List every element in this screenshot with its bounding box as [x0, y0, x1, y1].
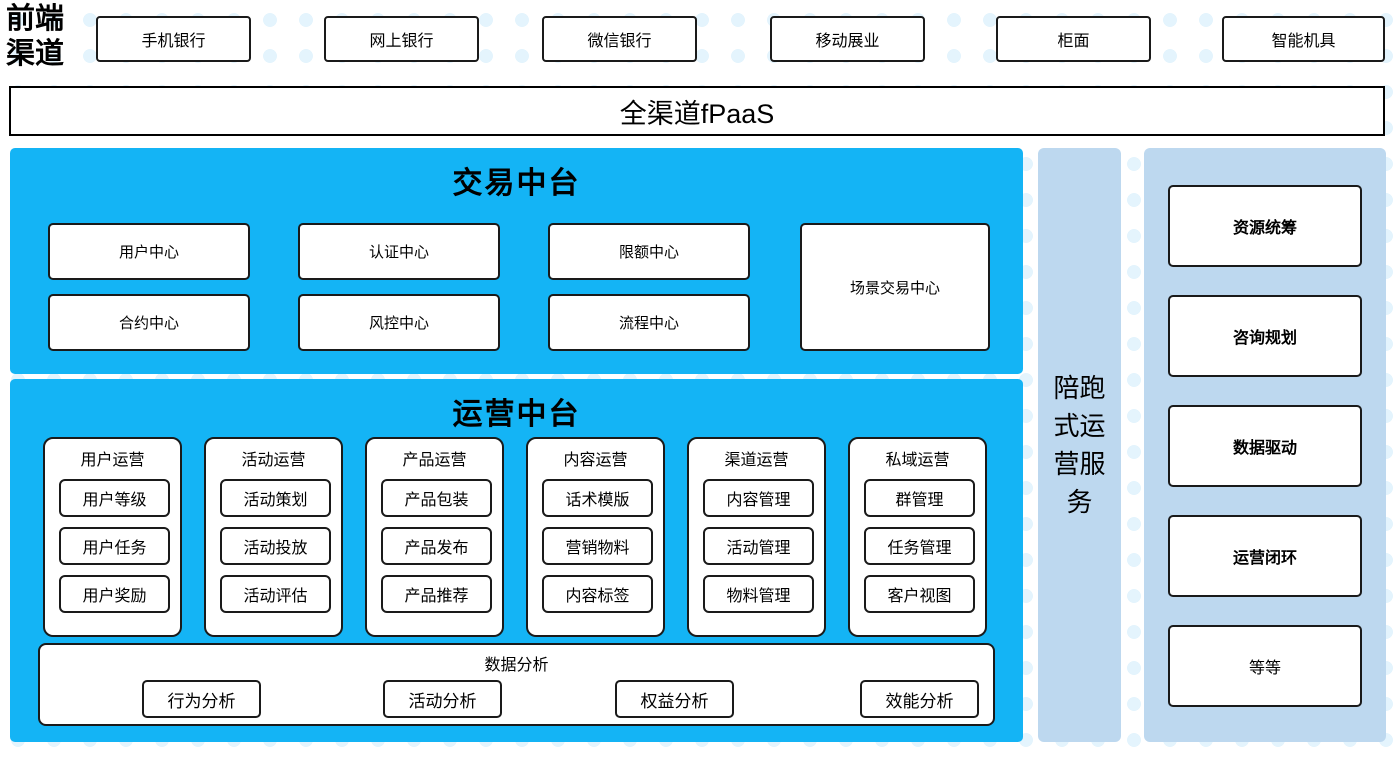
- front-channel-label-line2: 渠道: [6, 38, 65, 70]
- capability-box-1[interactable]: 资源统筹: [1168, 185, 1362, 267]
- capability-box-4[interactable]: 运营闭环: [1168, 515, 1362, 597]
- channel-box-2[interactable]: 网上银行: [324, 16, 479, 62]
- operations-subitem[interactable]: 用户等级: [59, 479, 170, 517]
- operations-subitem[interactable]: 内容标签: [542, 575, 653, 613]
- front-channel-label-line1: 前端: [6, 3, 65, 35]
- operations-subitem[interactable]: 产品发布: [381, 527, 492, 565]
- channel-box-6[interactable]: 智能机具: [1222, 16, 1385, 62]
- operations-center-title: 运营中台: [452, 398, 581, 431]
- operations-subitem[interactable]: 物料管理: [703, 575, 814, 613]
- operations-subitem[interactable]: 活动管理: [703, 527, 814, 565]
- data-analysis-item-3[interactable]: 权益分析: [615, 680, 734, 718]
- channel-box-5[interactable]: 柜面: [996, 16, 1151, 62]
- trade-center-title: 交易中台: [452, 167, 581, 200]
- trade-center-box-4[interactable]: 合约中心: [48, 294, 250, 351]
- operations-card-title: 活动运营: [241, 452, 306, 469]
- operations-subitem[interactable]: 营销物料: [542, 527, 653, 565]
- capability-box-3[interactable]: 数据驱动: [1168, 405, 1362, 487]
- operations-subitem[interactable]: 用户奖励: [59, 575, 170, 613]
- operations-card-3: 产品运营产品包装产品发布产品推荐: [365, 437, 504, 637]
- front-channel-label: 前端 渠道: [6, 2, 84, 72]
- operations-card-4: 内容运营话术模版营销物料内容标签: [526, 437, 665, 637]
- capability-box-5[interactable]: 等等: [1168, 625, 1362, 707]
- operations-subitem[interactable]: 活动策划: [220, 479, 331, 517]
- front-channel-row: 前端 渠道 手机银行 网上银行 微信银行 移动展业 柜面 智能机具: [0, 0, 1393, 80]
- trade-center-panel: 交易中台 用户中心认证中心限额中心合约中心风控中心流程中心场景交易中心: [10, 148, 1023, 374]
- operations-card-title: 产品运营: [402, 452, 467, 469]
- channel-box-4[interactable]: 移动展业: [770, 16, 925, 62]
- operations-subitem[interactable]: 产品推荐: [381, 575, 492, 613]
- operations-subitem[interactable]: 活动评估: [220, 575, 331, 613]
- data-analysis-item-1[interactable]: 行为分析: [142, 680, 261, 718]
- operations-card-title: 私域运营: [885, 452, 950, 469]
- trade-center-box-5[interactable]: 风控中心: [298, 294, 500, 351]
- operations-subitem[interactable]: 内容管理: [703, 479, 814, 517]
- operations-card-6: 私域运营群管理任务管理客户视图: [848, 437, 987, 637]
- operations-subitem[interactable]: 产品包装: [381, 479, 492, 517]
- operations-subitem[interactable]: 客户视图: [864, 575, 975, 613]
- operations-card-title: 渠道运营: [724, 452, 789, 469]
- operations-card-1: 用户运营用户等级用户任务用户奖励: [43, 437, 182, 637]
- service-column-label: 陪跑式运营服务: [1053, 373, 1106, 517]
- trade-center-box-2[interactable]: 认证中心: [298, 223, 500, 280]
- operations-subitem[interactable]: 群管理: [864, 479, 975, 517]
- data-analysis-item-4[interactable]: 效能分析: [860, 680, 979, 718]
- data-analysis-group: 数据分析 行为分析 活动分析 权益分析 效能分析: [38, 643, 995, 726]
- channel-box-1[interactable]: 手机银行: [96, 16, 251, 62]
- data-analysis-item-2[interactable]: 活动分析: [383, 680, 502, 718]
- operations-card-5: 渠道运营内容管理活动管理物料管理: [687, 437, 826, 637]
- operations-subitem[interactable]: 任务管理: [864, 527, 975, 565]
- trade-center-box-7[interactable]: 场景交易中心: [800, 223, 990, 351]
- trade-center-box-6[interactable]: 流程中心: [548, 294, 750, 351]
- operations-card-title: 用户运营: [80, 452, 145, 469]
- operations-subitem[interactable]: 用户任务: [59, 527, 170, 565]
- capability-box-2[interactable]: 咨询规划: [1168, 295, 1362, 377]
- operations-card-2: 活动运营活动策划活动投放活动评估: [204, 437, 343, 637]
- trade-center-box-1[interactable]: 用户中心: [48, 223, 250, 280]
- channel-box-3[interactable]: 微信银行: [542, 16, 697, 62]
- operations-card-title: 内容运营: [563, 452, 628, 469]
- trade-center-box-3[interactable]: 限额中心: [548, 223, 750, 280]
- accompanying-operation-service-column: 陪跑式运营服务: [1038, 148, 1121, 742]
- data-analysis-title: 数据分析: [484, 657, 549, 674]
- capability-panel: 资源统筹咨询规划数据驱动运营闭环等等: [1144, 148, 1386, 742]
- operations-subitem[interactable]: 活动投放: [220, 527, 331, 565]
- operations-subitem[interactable]: 话术模版: [542, 479, 653, 517]
- omnichannel-fpaas-bar[interactable]: 全渠道fPaaS: [9, 86, 1385, 136]
